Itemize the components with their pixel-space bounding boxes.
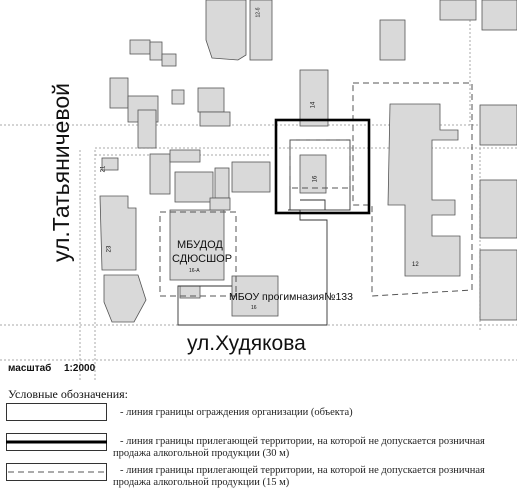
scale-label: масштаб [8,363,52,374]
building-23 [99,195,137,271]
legend-title: Условные обозначения: [8,387,129,401]
building [199,111,231,127]
scale-value: 1:2000 [64,363,96,374]
building [169,149,201,163]
institution-label-sdyusshor: СДЮСШОР [172,253,233,265]
building-number-16-school: 16 [251,305,257,311]
buildings [99,0,517,323]
legend-line-15m [6,463,107,481]
building [299,154,327,194]
building [479,104,517,146]
building [214,167,230,199]
building [379,19,406,61]
building [137,109,157,149]
building [101,157,119,171]
building [479,179,517,239]
legend-text-15m-line1: - линия границы прилегающей территории, … [120,465,485,476]
building [205,0,247,61]
building [161,53,177,67]
building [231,161,271,193]
building [197,87,225,113]
building [109,77,129,109]
institution-label-school: МБОУ прогимназия№133 [229,291,353,303]
legend-text-15m-line2: продажа алкогольной продукции (15 м) [113,477,290,488]
institution-label-mbudod: МБУДОД [177,239,223,251]
building [174,171,214,203]
street-label-tatyanichevoy: ул.Татьяничевой [48,82,74,262]
building [129,39,151,55]
building-number-23: 23 [106,245,113,253]
legend-text-30m-line2: продажа алкогольной продукции (30 м) [113,448,290,459]
legend-line-fence [6,403,107,421]
building-number-21: 21 [100,165,107,173]
building [299,69,329,127]
legend-text-30m-line1: - линия границы прилегающей территории, … [120,436,485,447]
building-number-16a: 16-А [189,268,200,274]
building [479,249,517,321]
legend-text-fence: - линия границы ограждения организации (… [120,407,353,418]
building-school [231,275,279,317]
building [103,274,147,323]
building-number-12: 12 [412,262,419,268]
road-edges [0,0,517,380]
building-mbudod [169,209,225,281]
building-number-14: 14 [310,101,317,109]
building [149,41,163,61]
building-number-16-center: 16 [312,175,319,183]
city-map [0,0,517,380]
building-12 [387,103,461,277]
building [209,197,231,211]
boundary-30m [274,118,371,215]
building [149,153,171,195]
building [439,0,477,21]
building-number-12b: 12-б [255,7,262,18]
building [249,0,273,61]
building [171,89,185,105]
street-label-khudyakova: ул.Худякова [187,332,306,355]
building [481,0,517,31]
legend-line-30m [6,433,107,451]
boundary-15m [159,82,473,297]
